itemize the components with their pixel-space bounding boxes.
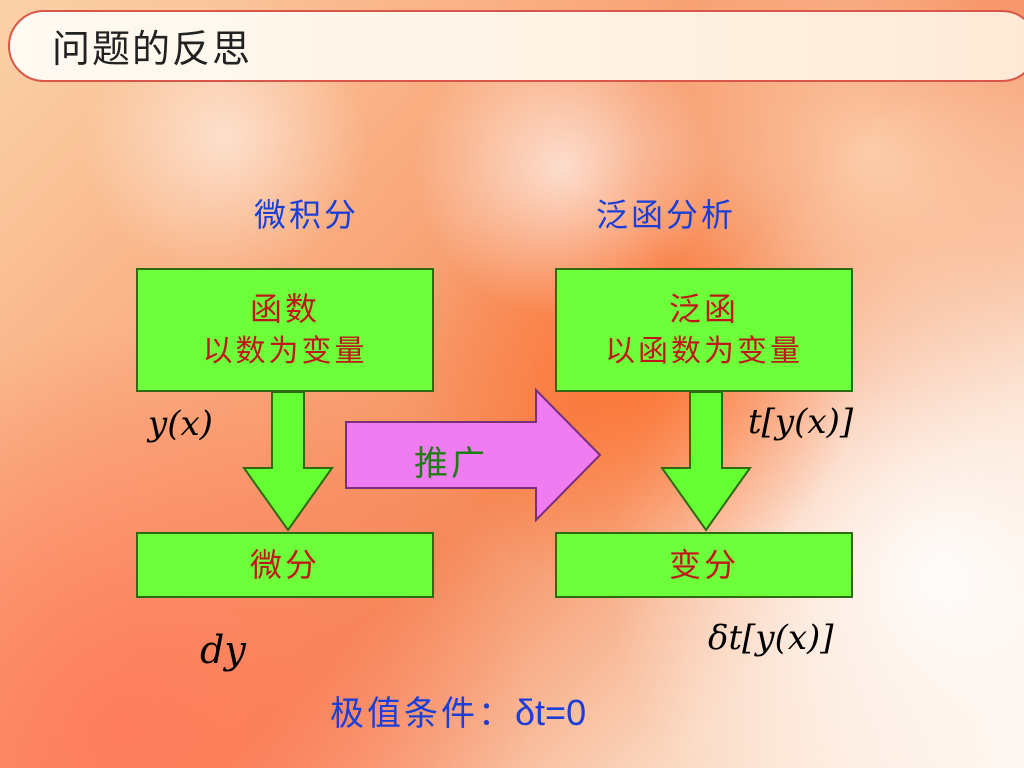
- function-box-title: 函数: [249, 290, 320, 328]
- left-down-arrow: [242, 391, 334, 532]
- functional-expression: t[y(x)]: [748, 402, 854, 442]
- functional-box-title: 泛函: [668, 290, 739, 328]
- differential-box: 微分: [136, 532, 434, 598]
- function-expression: y(x): [148, 404, 213, 444]
- right-down-arrow: [660, 391, 752, 532]
- slide-title: 问题的反思: [52, 27, 253, 71]
- functional-analysis-label: 泛函分析: [596, 196, 737, 234]
- variation-box-title: 变分: [668, 546, 739, 584]
- function-box-subtitle: 以数为变量: [202, 334, 368, 369]
- functional-box: 泛函 以函数为变量: [555, 268, 853, 392]
- functional-box-subtitle: 以函数为变量: [605, 334, 803, 369]
- differential-expression: dy: [200, 628, 246, 672]
- extremum-condition-label: 极值条件：: [330, 694, 515, 734]
- variation-box: 变分: [555, 532, 853, 598]
- calculus-label: 微积分: [254, 196, 360, 234]
- differential-box-title: 微分: [249, 546, 320, 584]
- generalize-arrow: [345, 387, 602, 523]
- extremum-condition-value: δt=0: [515, 692, 587, 733]
- function-box: 函数 以数为变量: [136, 268, 434, 392]
- generalize-label: 推广: [414, 444, 488, 484]
- title-bar: [8, 10, 1024, 82]
- variation-expression: δt[y(x)]: [708, 618, 834, 658]
- extremum-condition: 极值条件：δt=0: [330, 686, 586, 735]
